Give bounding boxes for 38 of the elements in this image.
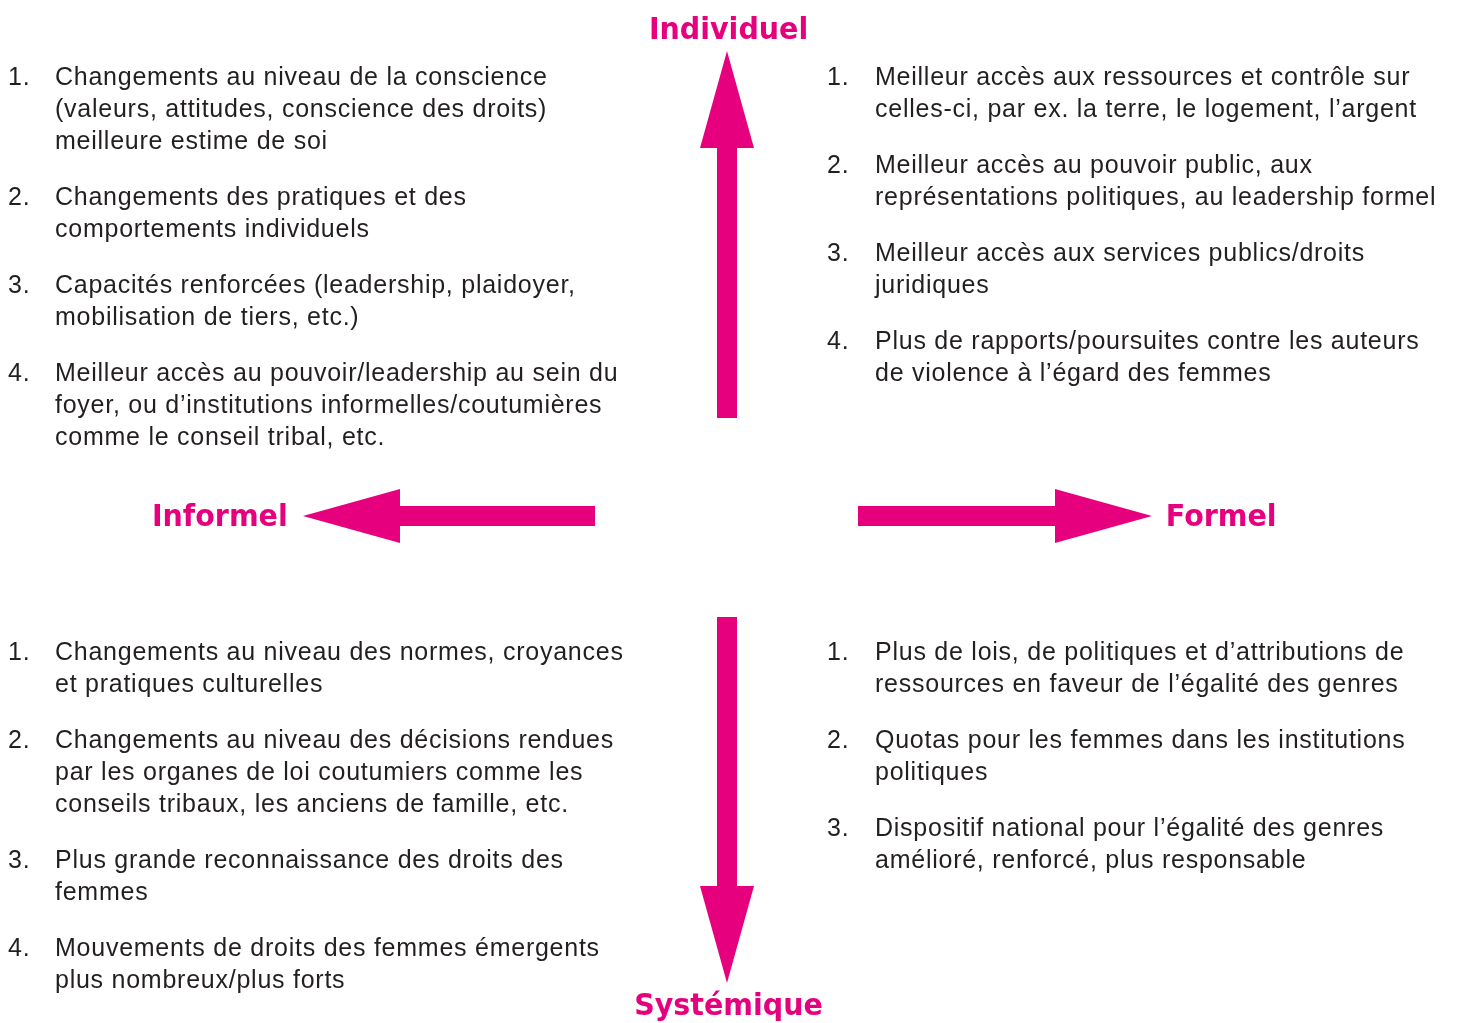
list-number: 4. <box>8 932 32 963</box>
axis-heading: Formel <box>1165 497 1277 533</box>
list-number: 2. <box>827 724 851 755</box>
list-number: 1. <box>827 636 851 667</box>
axis-heading: Informel <box>151 497 288 533</box>
list-number: 4. <box>827 325 851 356</box>
list-item-text: Dispositif national pour l’égalité des genres amélioré, renforcé, plus responsable <box>875 812 1386 875</box>
list-number: 2. <box>8 181 32 212</box>
list-item-text: Changements au niveau des normes, croyances et pratiques culturelles <box>55 636 625 699</box>
list-item-text: Plus de rapports/poursuites contre les auteurs de violence à l’égard des femmes <box>875 325 1421 388</box>
list-item-text: Plus grande reconnaissance des droits des femmes <box>55 844 565 907</box>
list-number: 3. <box>827 812 851 843</box>
axis-heading: Systémique <box>633 986 823 1022</box>
list-item-text: Quotas pour les femmes dans les institutions politiques <box>875 724 1407 787</box>
list-item-text: Meilleur accès au pouvoir public, aux représentations politiques, au leadership formel <box>875 149 1438 212</box>
axis-heading: Individuel <box>648 10 808 46</box>
list-item-text: Changements des pratiques et des comportements individuels <box>55 181 468 244</box>
arrow <box>858 489 1152 543</box>
list-number: 1. <box>8 61 32 92</box>
list-item-text: Meilleur accès au pouvoir/leadership au sein du foyer, ou d’institutions informelles/coutumières comme le conseil tribal, etc. <box>55 357 620 452</box>
list-number: 3. <box>827 237 851 268</box>
list-number: 3. <box>8 269 32 300</box>
list-item-text: Mouvements de droits des femmes émergents plus nombreux/plus forts <box>55 932 601 995</box>
list-number: 2. <box>8 724 32 755</box>
list-number: 2. <box>827 149 851 180</box>
list-item-text: Plus de lois, de politiques et d’attributions de ressources en faveur de l’égalité des genres <box>875 636 1406 699</box>
list-item-text: Meilleur accès aux services publics/droits juridiques <box>875 237 1366 300</box>
list-number: 1. <box>8 636 32 667</box>
arrow <box>303 489 595 543</box>
list-item-text: Changements au niveau des décisions rendues par les organes de loi coutumiers comme les conseils tribaux, les anciens de famille, etc. <box>55 724 615 819</box>
list-number: 4. <box>8 357 32 388</box>
arrow <box>700 617 754 983</box>
list-item-text: Changements au niveau de la conscience (valeurs, attitudes, conscience des droits) meilleure estime de soi <box>55 61 549 156</box>
list-number: 1. <box>827 61 851 92</box>
list-item-text: Meilleur accès aux ressources et contrôle sur celles-ci, par ex. la terre, le logement, l’argent <box>875 61 1418 124</box>
list-number: 3. <box>8 844 32 875</box>
list-item-text: Capacités renforcées (leadership, plaidoyer, mobilisation de tiers, etc.) <box>55 269 577 332</box>
arrow <box>700 51 754 418</box>
